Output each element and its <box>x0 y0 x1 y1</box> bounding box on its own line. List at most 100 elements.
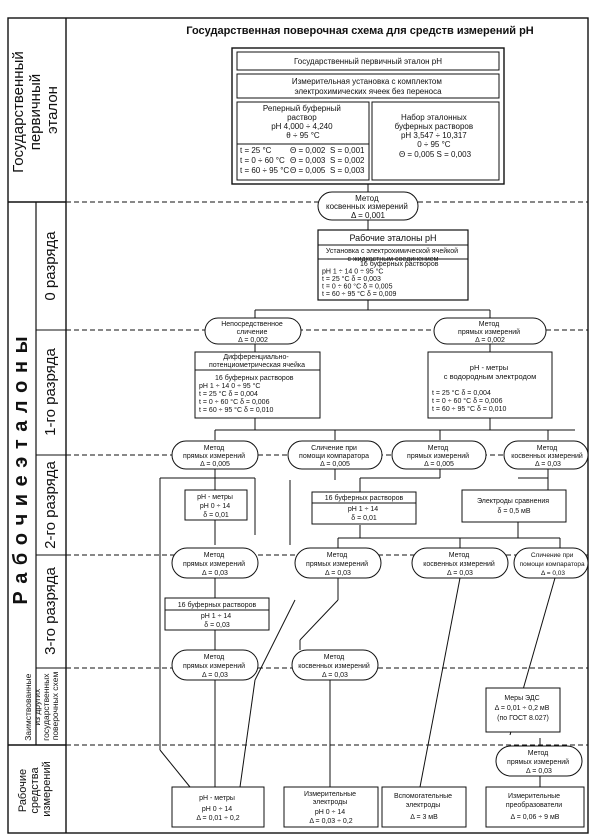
gpe-set-1: Набор эталонных <box>401 113 467 122</box>
method-m4a: Метод прямых измерений Δ = 0,03 <box>171 649 259 681</box>
connector-lines <box>159 183 575 788</box>
method-top-1: Метод <box>355 194 379 203</box>
w1-1: pH - метры <box>199 795 235 802</box>
mdc-text: Непосредственное сличение Δ = 0,002 <box>221 321 285 344</box>
m4b-text: Метод косвенных измерений Δ = 0,03 <box>298 654 372 679</box>
w4-1: Измерительные <box>508 793 560 800</box>
gpe-ref-2: раствор <box>287 113 317 122</box>
re0-buf-1: 16 буферных растворов <box>360 260 439 268</box>
mdm1-1: Метод <box>479 321 500 328</box>
method-m3c: Метод косвенных измерений Δ = 0,03 <box>411 547 509 579</box>
m3a-text: Метод прямых измерений Δ = 0,03 <box>183 552 247 577</box>
m2b-1: Сличение при <box>311 445 357 452</box>
m3b-1: Метод <box>327 552 348 559</box>
gpe-ref-4: θ ÷ 95 °C <box>286 131 320 140</box>
m3a-3: Δ = 0,03 <box>202 570 228 577</box>
re3-buf-box: 16 буферных растворов pH 1 ÷ 14 δ = 0,03 <box>164 597 270 631</box>
m3a-2: прямых измерений <box>183 560 245 568</box>
m3d-text: Сличение при помощи компаратора Δ = 0,03 <box>520 552 587 577</box>
re2ph-2: pH 0 ÷ 14 <box>200 503 230 510</box>
m3c-3: Δ = 0,03 <box>447 570 473 577</box>
m3d-2: помощи компаратора <box>520 561 585 568</box>
m2a-3: Δ = 0,005 <box>200 461 230 468</box>
m3c-2: косвенных измерений <box>423 560 495 568</box>
method-m5: Метод прямых измерений Δ = 0,03 <box>495 745 583 777</box>
mdc-2: сличение <box>237 329 268 336</box>
m3c-1: Метод <box>449 552 470 559</box>
method-top-2: косвенных измерений <box>326 202 408 211</box>
re0-title: Рабочие эталоны pH <box>349 233 436 243</box>
m2d-text: Метод косвенных измерений Δ = 0,03 <box>511 445 585 468</box>
label-rank-0: 0 разряда <box>42 231 59 301</box>
wi-aux-electrodes: Вспомогательные электроды Δ = 3 мВ <box>381 786 467 828</box>
gpe-set-buffer: Набор эталонных буферных растворов pH 3,… <box>395 113 476 159</box>
label-borrowed-line3: государственных <box>41 673 51 741</box>
m2a-2: прямых измерений <box>183 452 245 460</box>
re0-box: Рабочие эталоны pH Установка с электрохи… <box>317 229 469 301</box>
method-m4b: Метод косвенных измерений Δ = 0,03 <box>291 649 379 681</box>
w3-2: электроды <box>406 802 441 809</box>
wi-ph-meters: pH - метры pH 0 ÷ 14 Δ = 0,01 ÷ 0,2 <box>171 786 265 828</box>
label-gpe-line3: эталон <box>44 86 61 134</box>
m2a-1: Метод <box>204 445 225 452</box>
re1r-t1: pH - метры <box>470 363 508 372</box>
m2c-2: прямых измерений <box>407 452 469 460</box>
re2ph-text: pH - метры pH 0 ÷ 14 δ = 0,01 <box>197 494 235 519</box>
re2-buf-box: 16 буферных растворов pH 1 ÷ 14 δ = 0,01 <box>311 491 417 525</box>
w3-1: Вспомогательные <box>394 793 452 800</box>
re2-elec-box: Электроды сравнения δ = 0,5 мВ <box>461 489 567 523</box>
m2d-1: Метод <box>537 445 558 452</box>
emf-2: Δ = 0,01 ÷ 0,2 мВ <box>495 705 550 712</box>
method-direct-compare: Непосредственное сличение Δ = 0,002 <box>204 317 302 345</box>
gpe-p2b: Θ = 0,005 <box>290 166 326 175</box>
re1l-t2: потенциометрическая ячейка <box>209 361 305 369</box>
re2ph-1: pH - метры <box>197 494 233 501</box>
label-rank-3: 3-го разряда <box>42 566 59 654</box>
re0-buf-3: t = 25 °C δ = 0,003 <box>322 275 381 283</box>
emf-box: Меры ЭДС Δ = 0,01 ÷ 0,2 мВ (по ГОСТ 8.02… <box>485 687 561 733</box>
label-gpe-line1: Государственный <box>10 51 27 173</box>
gpe-ref-1: Реперный буферный <box>263 104 341 113</box>
m2b-2: помощи компаратора <box>299 453 369 460</box>
label-borrowed: Заимствованные из других государственных… <box>23 671 60 741</box>
w2-text: Измерительные электроды pH 0 ÷ 14 Δ = 0,… <box>304 791 358 825</box>
m4b-1: Метод <box>324 654 345 661</box>
w2-3: pH 0 ÷ 14 <box>315 809 345 816</box>
m3d-3: Δ = 0,03 <box>541 570 565 577</box>
m4b-3: Δ = 0,03 <box>322 672 348 679</box>
label-borrowed-line1: Заимствованные <box>23 673 33 740</box>
emf-3: (по ГОСТ 8.027) <box>497 715 549 722</box>
gpe-p0b: Θ = 0,002 <box>290 146 326 155</box>
gpe-box: Государственный первичный эталон pH Изме… <box>231 47 505 185</box>
method-m3d: Сличение при помощи компаратора Δ = 0,03 <box>513 547 589 579</box>
m2c-text: Метод прямых измерений Δ = 0,005 <box>407 445 471 468</box>
method-m2d: Метод косвенных измерений Δ = 0,03 <box>503 440 589 470</box>
label-gpe-line2: первичный <box>27 74 44 150</box>
re2elec-2: δ = 0,5 мВ <box>497 508 530 515</box>
m5-2: прямых измерений <box>507 758 569 766</box>
label-gpe: Государственный первичный эталон <box>10 47 61 173</box>
method-top-3: Δ = 0,001 <box>351 211 386 220</box>
method-direct-meas-1: Метод прямых измерений Δ = 0,002 <box>433 317 547 345</box>
m2a-text: Метод прямых измерений Δ = 0,005 <box>183 445 247 468</box>
re0-buf-2: pH 1 ÷ 14 0 ÷ 95 °C <box>322 268 383 276</box>
mdc-1: Непосредственное <box>221 321 283 328</box>
w3-text: Вспомогательные электроды Δ = 3 мВ <box>394 793 454 821</box>
re1r-p3: t = 60 ÷ 95 °C δ = 0,010 <box>432 405 506 413</box>
re2buf-rest: pH 1 ÷ 14 δ = 0,01 <box>348 506 380 522</box>
m3c-text: Метод косвенных измерений Δ = 0,03 <box>423 552 497 577</box>
re3buf-3: δ = 0,03 <box>204 622 230 629</box>
re2buf-2: pH 1 ÷ 14 <box>348 506 378 513</box>
re0-setup-1: Установка с электрохимической ячейкой <box>326 247 458 255</box>
m2c-3: Δ = 0,005 <box>424 461 454 468</box>
re1l-b2: pH 1 ÷ 14 0 ÷ 95 °C <box>199 382 260 390</box>
m4a-text: Метод прямых измерений Δ = 0,03 <box>183 654 247 679</box>
m2b-text: Сличение при помощи компаратора Δ = 0,00… <box>299 445 371 468</box>
m2d-3: Δ = 0,03 <box>535 461 561 468</box>
gpe-setup-1: Измерительная установка с комплектом <box>292 77 442 86</box>
m5-text: Метод прямых измерений Δ = 0,03 <box>507 750 571 775</box>
m3d-1: Сличение при <box>531 552 574 559</box>
w2-1: Измерительные <box>304 791 356 798</box>
re1l-b3: t = 25 °C δ = 0,004 <box>199 390 258 398</box>
